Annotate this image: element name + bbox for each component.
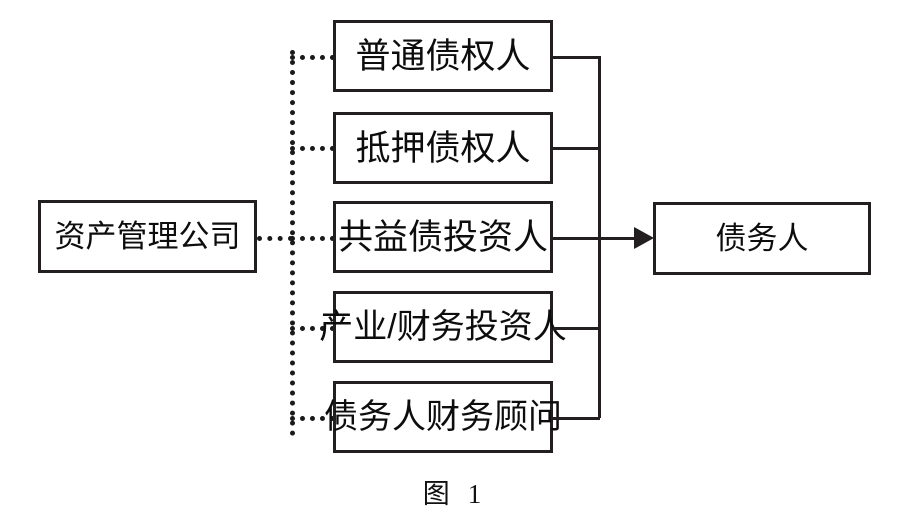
connector-debtor-advisor-to-bus	[553, 417, 600, 420]
node-label: 资产管理公司	[54, 219, 241, 254]
connector-bus-to-debtor	[598, 237, 636, 240]
connector-ordinary-creditor-to-bus	[553, 56, 600, 59]
dotted-branch-industrial-investor	[290, 326, 335, 331]
node-debtor-financial-advisor[interactable]: 债务人财务顾问	[324, 381, 562, 453]
node-industrial-financial-investor[interactable]: 产业/财务投资人	[319, 291, 567, 363]
dotted-branch-source	[257, 236, 293, 241]
node-label: 普通债权人	[355, 36, 531, 76]
node-label: 抵押债权人	[355, 128, 531, 168]
node-asset-management-company[interactable]: 资产管理公司	[38, 200, 257, 273]
connector-mortgage-creditor-to-bus	[553, 147, 600, 150]
dotted-branch-mortgage-creditor	[290, 146, 335, 151]
node-label: 产业/财务投资人	[319, 308, 567, 346]
node-ordinary-creditor[interactable]: 普通债权人	[333, 20, 553, 92]
dotted-branch-debtor-advisor	[290, 416, 335, 421]
connector-industrial-investor-to-bus	[553, 327, 600, 330]
connector-common-benefit-investor-to-bus	[553, 237, 600, 240]
caption-prefix: 图	[422, 479, 450, 509]
arrow-head-icon	[634, 227, 654, 249]
node-debtor[interactable]: 债务人	[653, 202, 871, 275]
node-label: 债务人	[715, 221, 809, 256]
node-common-benefit-investor[interactable]: 共益债投资人	[333, 201, 553, 273]
dotted-trunk-line	[290, 50, 295, 436]
node-label: 债务人财务顾问	[324, 398, 562, 436]
dotted-branch-ordinary-creditor	[290, 55, 335, 60]
node-label: 共益债投资人	[337, 217, 548, 257]
node-mortgage-creditor[interactable]: 抵押债权人	[333, 112, 553, 184]
dotted-branch-common-benefit-investor	[290, 236, 335, 241]
caption-number: 1	[467, 479, 482, 509]
